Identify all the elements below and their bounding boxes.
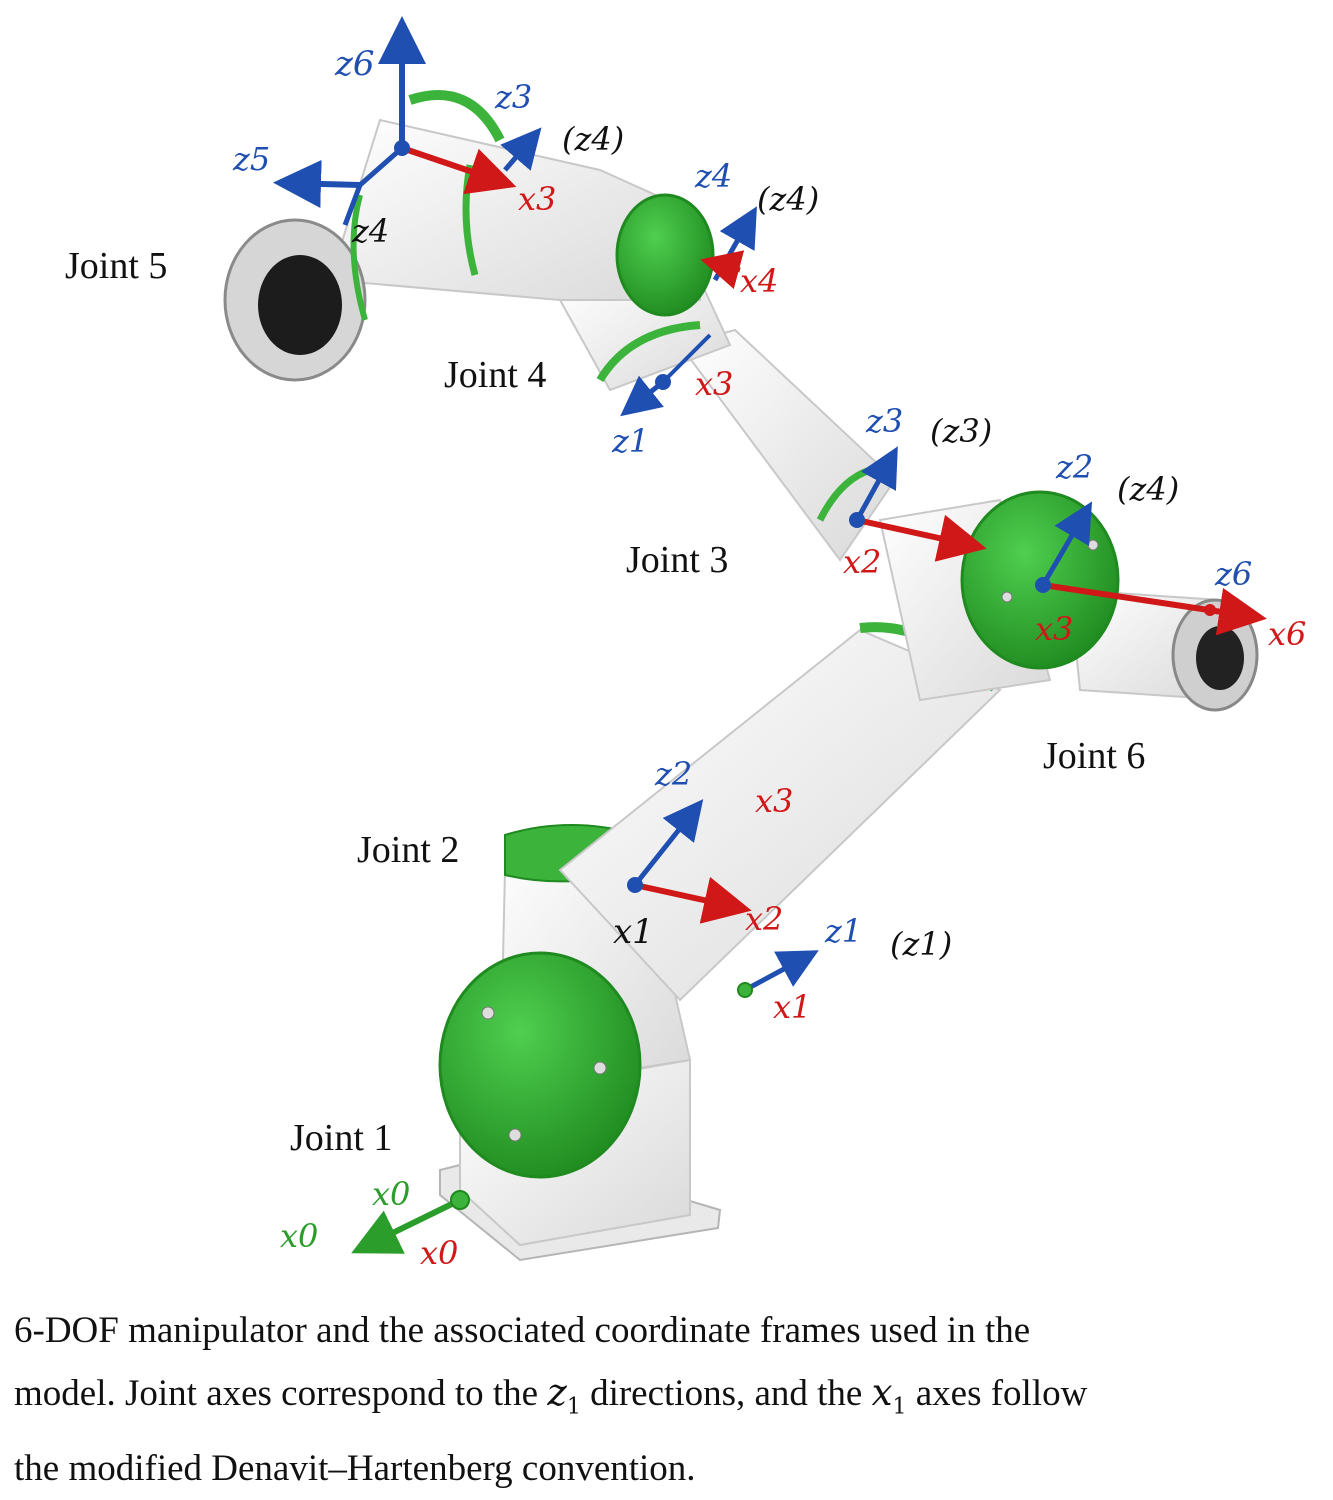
- z2-axis-j2: [633, 799, 704, 887]
- label-z2-j2: z2: [654, 755, 692, 793]
- joint-labels: Joint 1 Joint 2 Joint 3 Joint 4 Joint 5 …: [65, 245, 1145, 1159]
- figure-caption: 6-DOF manipulator and the associated coo…: [14, 1300, 1314, 1500]
- x3-axis-top: [401, 145, 517, 195]
- z2-axis-j6: [1040, 501, 1093, 587]
- z3-axis-top: [500, 127, 542, 172]
- label-z4-inner: z4: [351, 212, 389, 250]
- label-z3-top: z3: [494, 78, 532, 116]
- label-x0-green-left: x0: [280, 1217, 318, 1255]
- label-z1-j4: z1: [611, 422, 649, 460]
- label-z4-cap: z4: [694, 157, 732, 195]
- label-x0-red: x0: [420, 1234, 458, 1272]
- label-z5: z5: [232, 140, 270, 178]
- label-z1-j2: z1: [824, 912, 862, 950]
- caption-line-2: model. Joint axes correspond to the z1 d…: [14, 1362, 1314, 1438]
- label-x1-j2: x1: [613, 912, 654, 952]
- label-z1-paren-j2: (z1): [890, 925, 952, 963]
- joint-label-1: Joint 1: [290, 1117, 392, 1159]
- label-x1-lower: x1: [773, 988, 811, 1026]
- coordinate-frames: [273, 16, 1267, 1254]
- label-x3-mid: x3: [755, 782, 793, 820]
- caption-line-2-mid: directions, and the: [590, 1373, 863, 1414]
- lower-arm: [558, 628, 1002, 1002]
- label-z4-paren-cap: (z4): [757, 180, 819, 218]
- caption-line-2-pre: model. Joint axes correspond to the: [14, 1373, 539, 1414]
- label-x2-j2: x2: [745, 900, 783, 938]
- joint-label-2: Joint 2: [357, 829, 459, 871]
- manipulator-diagram: z6 z3 (z4) z5 x3 z4 z4 (z4) x4 x3 z1 z3 …: [65, 16, 1306, 1272]
- label-z4-paren-top: (z4): [562, 120, 624, 158]
- x4-axis: [700, 250, 745, 290]
- label-x6: x6: [1268, 615, 1306, 653]
- label-x0-green-top: x0: [372, 1175, 410, 1213]
- label-z2-j6: z2: [1055, 448, 1093, 486]
- joint1-disk: [438, 951, 642, 1179]
- x0-axis-base: [351, 1197, 462, 1254]
- robot-body: [223, 90, 1259, 1262]
- label-x3-j6: x3: [1035, 610, 1073, 648]
- x2-axis-j3: [856, 514, 987, 562]
- z1-axis-j2: [743, 950, 819, 993]
- label-x3-j4: x3: [695, 365, 733, 403]
- joint-label-4: Joint 4: [444, 354, 546, 396]
- z5-axis: [273, 159, 361, 208]
- caption-line-3: the modified Denavit–Hartenberg conventi…: [14, 1448, 696, 1490]
- joint-label-5: Joint 5: [65, 245, 167, 287]
- z3-axis-j3: [854, 446, 898, 522]
- joint4-cap: [615, 193, 715, 317]
- joint-label-6: Joint 6: [1043, 735, 1145, 777]
- label-x4: x4: [740, 262, 778, 300]
- caption-symbol-z1: z1: [547, 1371, 581, 1420]
- caption-line-1: 6-DOF manipulator and the associated coo…: [14, 1310, 1031, 1351]
- axis-labels: z6 z3 (z4) z5 x3 z4 z4 (z4) x4 x3 z1 z3 …: [232, 44, 1306, 1272]
- label-z4-paren-j6: (z4): [1117, 470, 1179, 508]
- label-z6-top: z6: [334, 44, 375, 84]
- label-x2-j3: x2: [843, 543, 881, 581]
- x6-axis: [1042, 582, 1267, 636]
- label-x3-top: x3: [518, 180, 556, 218]
- label-z3-paren-j3: (z3): [930, 412, 992, 450]
- caption-symbol-x1: x1: [871, 1371, 907, 1420]
- label-z6-j6: z6: [1214, 555, 1252, 593]
- label-z3-j3: z3: [865, 402, 903, 440]
- x2-axis-j2: [634, 876, 752, 924]
- joint-label-3: Joint 3: [626, 539, 728, 581]
- caption-line-2-post: axes follow: [915, 1373, 1088, 1414]
